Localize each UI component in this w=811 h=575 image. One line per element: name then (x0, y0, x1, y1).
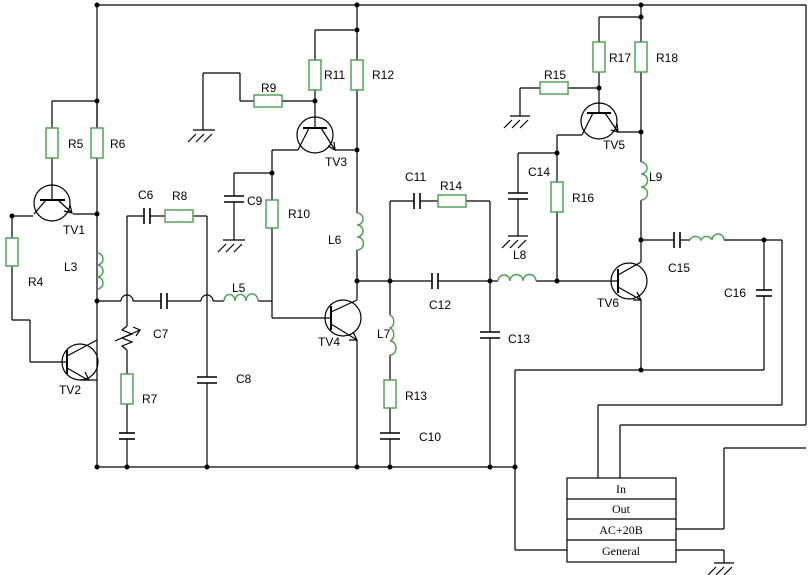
label-c12: C12 (429, 298, 451, 312)
wires (11, 4, 807, 575)
transistor-tv6 (610, 261, 648, 301)
label-r10: R10 (288, 207, 310, 221)
inductor-out (689, 233, 725, 242)
resistor-r14 (437, 194, 467, 208)
label-r18: R18 (656, 51, 678, 65)
resistor-r9 (253, 94, 283, 108)
capacitor-c8 (197, 376, 217, 384)
capacitor-c11 (413, 193, 421, 209)
capacitor-c13 (480, 331, 500, 339)
potentiometer-r7 (114, 325, 141, 351)
inductors (96, 161, 725, 356)
label-tv5: TV5 (603, 138, 625, 152)
label-tv3: TV3 (325, 155, 347, 169)
label-c8: C8 (236, 372, 252, 386)
capacitor-c14 (508, 192, 528, 200)
resistor-r16 (550, 181, 564, 213)
label-r9: R9 (261, 81, 277, 95)
capacitor-c7b (119, 432, 135, 440)
label-r14: R14 (440, 179, 462, 193)
label-tv1: TV1 (63, 223, 85, 237)
label-c10: C10 (419, 430, 441, 444)
label-r15: R15 (544, 68, 566, 82)
resistor-r7 (120, 373, 134, 405)
label-l3: L3 (64, 260, 78, 274)
label-c15: C15 (668, 261, 690, 275)
resistor-r12 (350, 59, 364, 91)
label-l7: L7 (377, 327, 391, 341)
capacitor-c9 (224, 195, 244, 203)
transistor-tv5 (580, 100, 619, 140)
connector-ground-label: General (602, 544, 641, 558)
label-r8: R8 (172, 189, 188, 203)
resistor-r13 (383, 379, 397, 409)
capacitor-c16 (756, 289, 772, 297)
resistor-r5 (45, 127, 59, 159)
connector-out-label: Out (612, 502, 631, 516)
inductor-l6 (356, 212, 365, 251)
label-c11: C11 (405, 170, 426, 184)
resistor-r10 (265, 199, 279, 229)
connector-in-label: In (616, 482, 626, 496)
label-l9: L9 (649, 170, 663, 184)
resistor-r17 (592, 41, 606, 73)
component-labels: R5 R6 R4 R7 R8 R9 R10 R11 R12 R13 R14 R1… (28, 51, 746, 444)
label-c7: C7 (153, 327, 169, 341)
capacitor-c12 (431, 273, 439, 289)
connector-block: In Out AC+20B General (566, 477, 677, 563)
label-c13: C13 (508, 332, 530, 346)
resistor-r6 (90, 127, 104, 159)
capacitor-c10 (380, 432, 400, 440)
label-r17: R17 (609, 51, 631, 65)
label-r12: R12 (372, 68, 394, 82)
junction-dots (9, 2, 767, 470)
resistor-r11 (308, 59, 322, 91)
resistor-r8 (164, 209, 194, 223)
label-r11: R11 (324, 68, 345, 82)
label-c6: C6 (138, 188, 154, 202)
capacitor-c7 (160, 293, 168, 309)
label-r13: R13 (405, 389, 427, 403)
label-tv2: TV2 (59, 383, 81, 397)
inductor-l8 (497, 273, 537, 282)
label-c9: C9 (247, 194, 263, 208)
transistor-tv4 (324, 299, 362, 341)
label-c14: C14 (528, 165, 550, 179)
label-r16: R16 (572, 191, 594, 205)
label-r7: R7 (142, 392, 158, 406)
capacitors (119, 192, 772, 440)
label-r5: R5 (68, 137, 84, 151)
label-r4: R4 (28, 275, 44, 289)
connector-power-label: AC+20B (599, 523, 642, 537)
resistor-r18 (634, 41, 648, 73)
resistors (5, 41, 648, 409)
capacitor-c6 (143, 208, 151, 224)
transistors (33, 100, 648, 381)
label-l5: L5 (232, 281, 246, 295)
transistor-tv1 (33, 178, 73, 222)
inductor-l7 (388, 314, 397, 356)
inductor-l5 (223, 293, 259, 302)
label-r6: R6 (110, 137, 126, 151)
label-l6: L6 (328, 233, 342, 247)
resistor-r4 (5, 237, 19, 267)
transistor-tv2 (61, 339, 99, 381)
inductor-l9 (640, 161, 649, 201)
resistor-r15 (539, 81, 569, 95)
inductor-l3 (96, 252, 104, 290)
capacitor-c15 (673, 232, 681, 248)
label-l8: L8 (513, 248, 527, 262)
label-tv4: TV4 (318, 335, 340, 349)
transistor-tv3 (296, 112, 336, 154)
label-c16: C16 (724, 286, 746, 300)
label-tv6: TV6 (597, 296, 619, 310)
